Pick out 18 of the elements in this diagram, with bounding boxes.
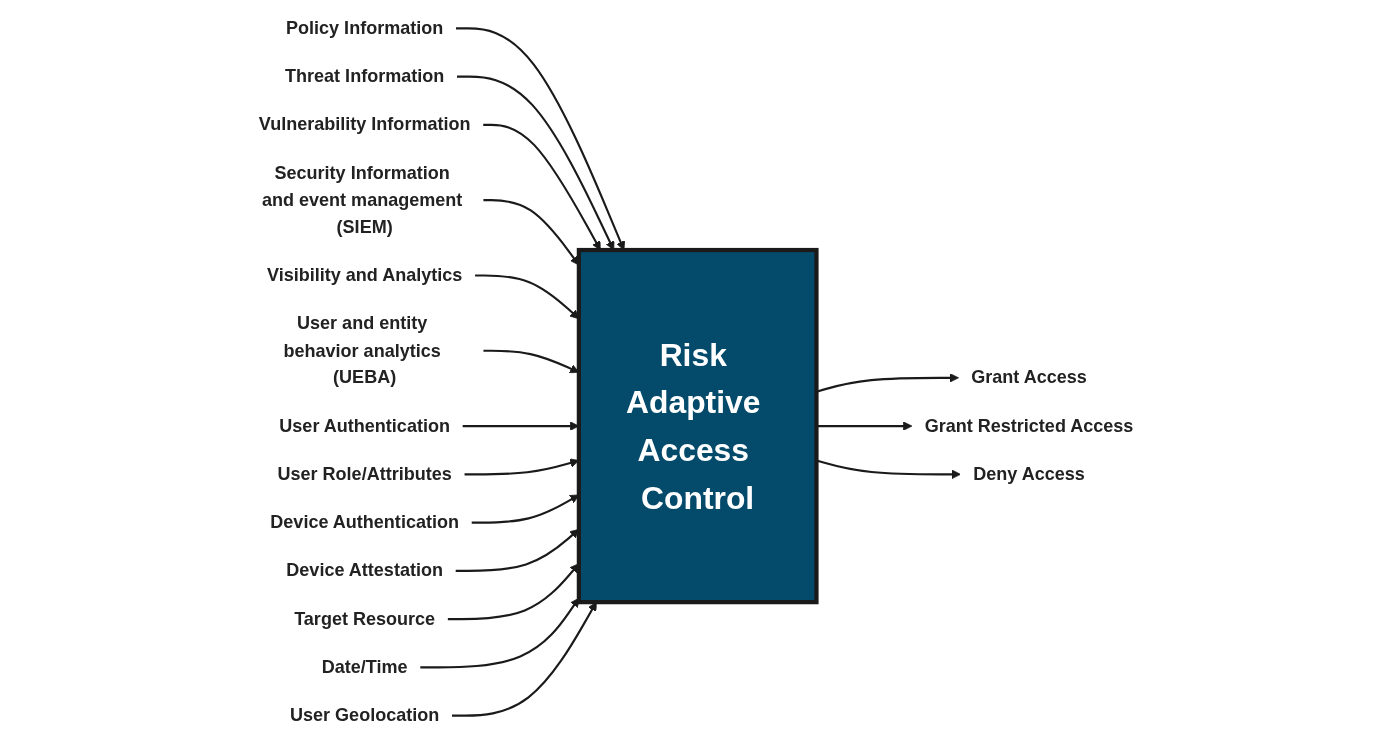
node-text: Grant Access <box>971 367 1087 388</box>
node-text: User Role/Attributes <box>277 464 452 485</box>
arrow <box>420 597 580 669</box>
node-text: Device Authentication <box>270 512 459 533</box>
node-text: User Authentication <box>279 415 450 436</box>
node-text: Visibility and Analytics <box>266 265 463 286</box>
node-text: User Geolocation <box>290 705 440 726</box>
node-text: Target Resource <box>294 608 436 629</box>
node-box: Risk Adaptive Access Control <box>576 247 819 605</box>
node-text: Policy Information <box>286 18 444 39</box>
node-text: Security Information and event management (SIEM) <box>261 162 463 238</box>
node-text: Device Attestation <box>286 560 443 581</box>
node-text: Vulnerability Information <box>258 114 471 135</box>
node-text: Deny Access <box>973 464 1085 485</box>
node-text: Threat Information <box>285 66 445 87</box>
node-text: Grant Restricted Access <box>924 415 1134 436</box>
node-text: User and entity behavior analytics (UEBA) <box>283 313 441 388</box>
node-text: Date/Time <box>321 657 408 678</box>
